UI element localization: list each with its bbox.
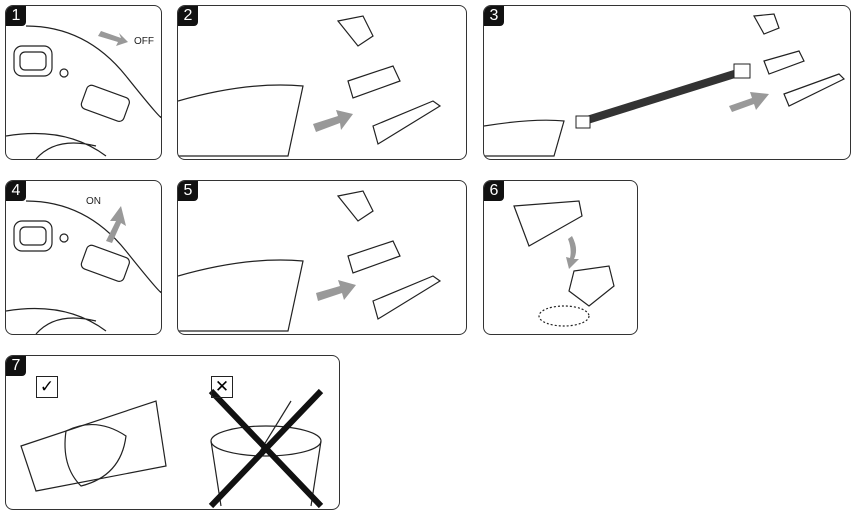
- step-number: 6: [484, 181, 504, 201]
- attach-hose-illustration: [484, 13, 846, 157]
- off-label: OFF: [134, 36, 154, 47]
- step-number: 7: [6, 356, 26, 376]
- cross-box-icon: ✕: [211, 376, 233, 398]
- step-number: 3: [484, 6, 504, 26]
- step-7-panel: 7 ✓ ✕: [5, 355, 340, 510]
- step-5-panel: 5: [177, 180, 467, 335]
- step-2-panel: 2: [177, 5, 467, 160]
- step-3-panel: 3: [483, 5, 851, 160]
- step-4-panel: 4 ON: [5, 180, 162, 335]
- detach-accessory-illustration: [178, 190, 442, 332]
- check-icon: ✓: [36, 376, 58, 398]
- on-label: ON: [86, 196, 101, 207]
- switch-on-illustration: [6, 200, 161, 334]
- empty-container-illustration: [513, 200, 615, 327]
- step-number: 5: [178, 181, 198, 201]
- step-number: 2: [178, 6, 198, 26]
- cleaning-illustration: [20, 388, 324, 509]
- step-6-panel: 6: [483, 180, 638, 335]
- attach-accessory-illustration: [178, 15, 442, 157]
- step-number: 1: [6, 6, 26, 26]
- step-number: 4: [6, 181, 26, 201]
- step-1-panel: 1 OFF: [5, 5, 162, 160]
- switch-off-illustration: [6, 25, 161, 159]
